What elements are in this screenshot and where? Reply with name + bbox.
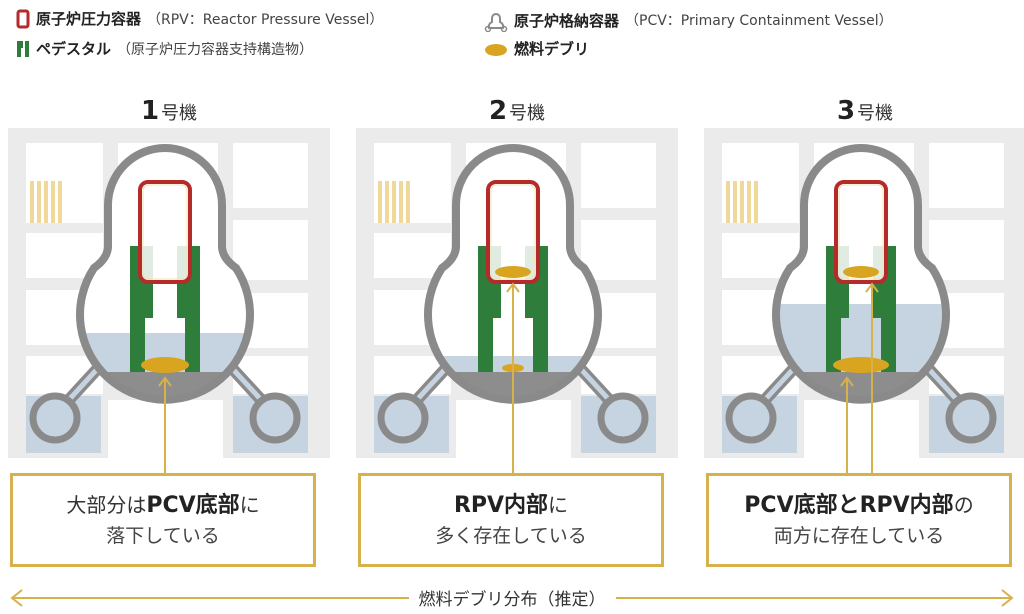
legend-debris: 燃料デブリ [484, 38, 589, 59]
suppression-chamber [945, 392, 997, 444]
spent-fuel-rod [747, 181, 751, 223]
suppression-chamber [29, 392, 81, 444]
pcv-wall [772, 144, 950, 404]
rpv-vessel [834, 180, 888, 284]
building-room [233, 220, 308, 280]
summary-line2: 多く存在している [435, 524, 587, 547]
suppression-chamber [725, 392, 777, 444]
summary-line1: PCV底部とRPV内部の [744, 490, 973, 521]
rpv-inner-line [490, 184, 536, 280]
spent-fuel-rod [406, 181, 410, 223]
building-room [929, 143, 1004, 208]
unit-3-summary: PCV底部とRPV内部の 両方に存在している [706, 473, 1012, 567]
summary-text-bold: PCV底部 [146, 492, 240, 518]
spent-fuel-rod [385, 181, 389, 223]
legend-pedestal-detail: （原子炉圧力容器支持構造物） [117, 41, 314, 58]
rpv-vessel [486, 180, 540, 284]
spent-fuel-rod [399, 181, 403, 223]
legend-rpv-name: 原子炉圧力容器 [36, 10, 142, 28]
legend-pcv-name: 原子炉格納容器 [514, 11, 620, 30]
unit-suffix: 号機 [161, 103, 198, 124]
legend-pcv-detail: （PCV：Primary Containment Vessel） [625, 13, 893, 29]
fuel-debris [495, 266, 531, 278]
summary-text: に [548, 492, 569, 517]
summary-text: の [953, 492, 974, 517]
summary-line1: 大部分はPCV底部に [66, 490, 259, 521]
unit-2-summary: RPV内部に 多く存在している [358, 473, 664, 567]
legend-rpv: 原子炉圧力容器 （RPV：Reactor Pressure Vessel） [16, 8, 383, 29]
building-room [929, 220, 1004, 280]
spent-fuel-rod [58, 181, 62, 223]
pcv-wall [76, 144, 254, 404]
unit-1-summary: 大部分はPCV底部に 落下している [10, 473, 316, 567]
pedestal-icon [17, 40, 29, 57]
spent-fuel-rod [392, 181, 396, 223]
unit-3-diagram [704, 128, 1024, 473]
legend-pcv: 原子炉格納容器 （PCV：Primary Containment Vessel） [484, 8, 893, 32]
summary-text-bold: PCV底部とRPV内部 [744, 492, 954, 518]
unit-suffix: 号機 [509, 103, 546, 124]
rpv-icon [16, 9, 30, 28]
fuel-debris [833, 357, 889, 373]
unit-number: 1 [140, 96, 160, 126]
legend-pedestal-name: ペデスタル [36, 40, 112, 58]
spent-fuel-rod [733, 181, 737, 223]
legend-pedestal: ペデスタル （原子炉圧力容器支持構造物） [16, 38, 313, 59]
distribution-label-text: 燃料デブリ分布（推定） [408, 590, 616, 610]
building-room [804, 400, 919, 458]
pcv-icon [484, 13, 508, 32]
pointer-arrowhead [158, 376, 172, 387]
distribution-label: 燃料デブリ分布（推定） [0, 585, 1024, 610]
rpv-inner-line [838, 184, 884, 280]
summary-text: 大部分は [66, 492, 147, 517]
fuel-debris [141, 357, 189, 373]
spent-fuel-rod [378, 181, 382, 223]
legend-debris-name: 燃料デブリ [514, 40, 590, 58]
unit-number: 3 [836, 96, 856, 126]
suppression-chamber [249, 392, 301, 444]
fuel-debris-icon [485, 43, 507, 56]
building-room [581, 220, 656, 280]
unit-number: 2 [488, 96, 508, 126]
pointer-arrowhead [865, 282, 879, 293]
suppression-chamber [597, 392, 649, 444]
spent-fuel-rod [30, 181, 34, 223]
legend-rpv-detail: （RPV：Reactor Pressure Vessel） [147, 11, 384, 28]
summary-line1: RPV内部に [454, 490, 568, 521]
suppression-chamber [377, 392, 429, 444]
spent-fuel-rod [37, 181, 41, 223]
summary-line2: 両方に存在している [773, 524, 945, 547]
pcv-wall [424, 144, 602, 404]
summary-text-bold: RPV内部 [453, 492, 549, 518]
rpv-inner-line [142, 184, 188, 280]
unit-1-diagram [8, 128, 330, 473]
unit-2-diagram [356, 128, 678, 473]
rpv-vessel [138, 180, 192, 284]
spent-fuel-rod [754, 181, 758, 223]
pointer-arrowhead [506, 282, 520, 293]
spent-fuel-rod [51, 181, 55, 223]
building-room [581, 143, 656, 208]
unit-suffix: 号機 [857, 103, 894, 124]
fuel-debris [843, 266, 879, 278]
summary-text: に [239, 492, 260, 517]
spent-fuel-rod [740, 181, 744, 223]
pointer-arrowhead [840, 376, 854, 387]
spent-fuel-rod [44, 181, 48, 223]
building-room [233, 143, 308, 208]
summary-line2: 落下している [106, 524, 220, 547]
spent-fuel-rod [726, 181, 730, 223]
